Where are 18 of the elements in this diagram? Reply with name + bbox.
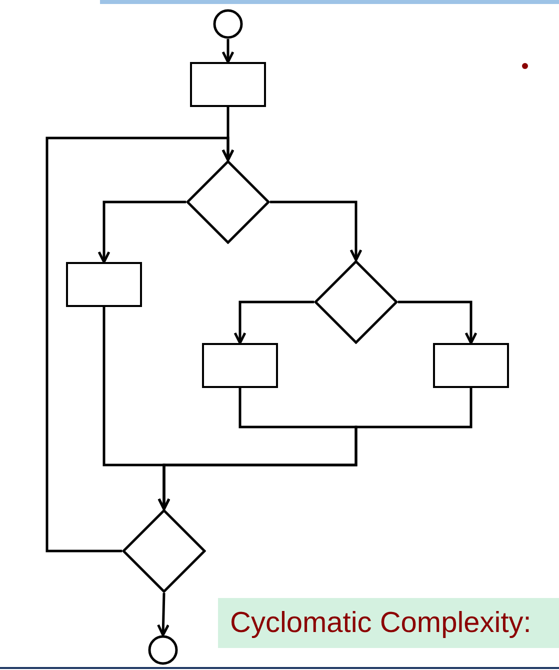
decision-diamond bbox=[314, 260, 398, 344]
process-box bbox=[202, 343, 278, 388]
arrow bbox=[98, 200, 186, 264]
terminal-circle bbox=[213, 9, 243, 39]
text-banner: Cyclomatic Complexity: bbox=[218, 598, 559, 648]
decision-diamond bbox=[186, 160, 270, 244]
process-box bbox=[66, 262, 142, 307]
arrow bbox=[234, 300, 314, 344]
process-box bbox=[433, 343, 509, 388]
process-box bbox=[190, 62, 266, 107]
terminal-circle bbox=[148, 635, 178, 665]
decision-diamond bbox=[122, 509, 206, 593]
arrow bbox=[398, 300, 478, 344]
arrow bbox=[157, 592, 170, 636]
arrow bbox=[222, 39, 234, 64]
arrow bbox=[46, 136, 234, 552]
arrow bbox=[102, 307, 170, 510]
arrow bbox=[270, 200, 362, 262]
